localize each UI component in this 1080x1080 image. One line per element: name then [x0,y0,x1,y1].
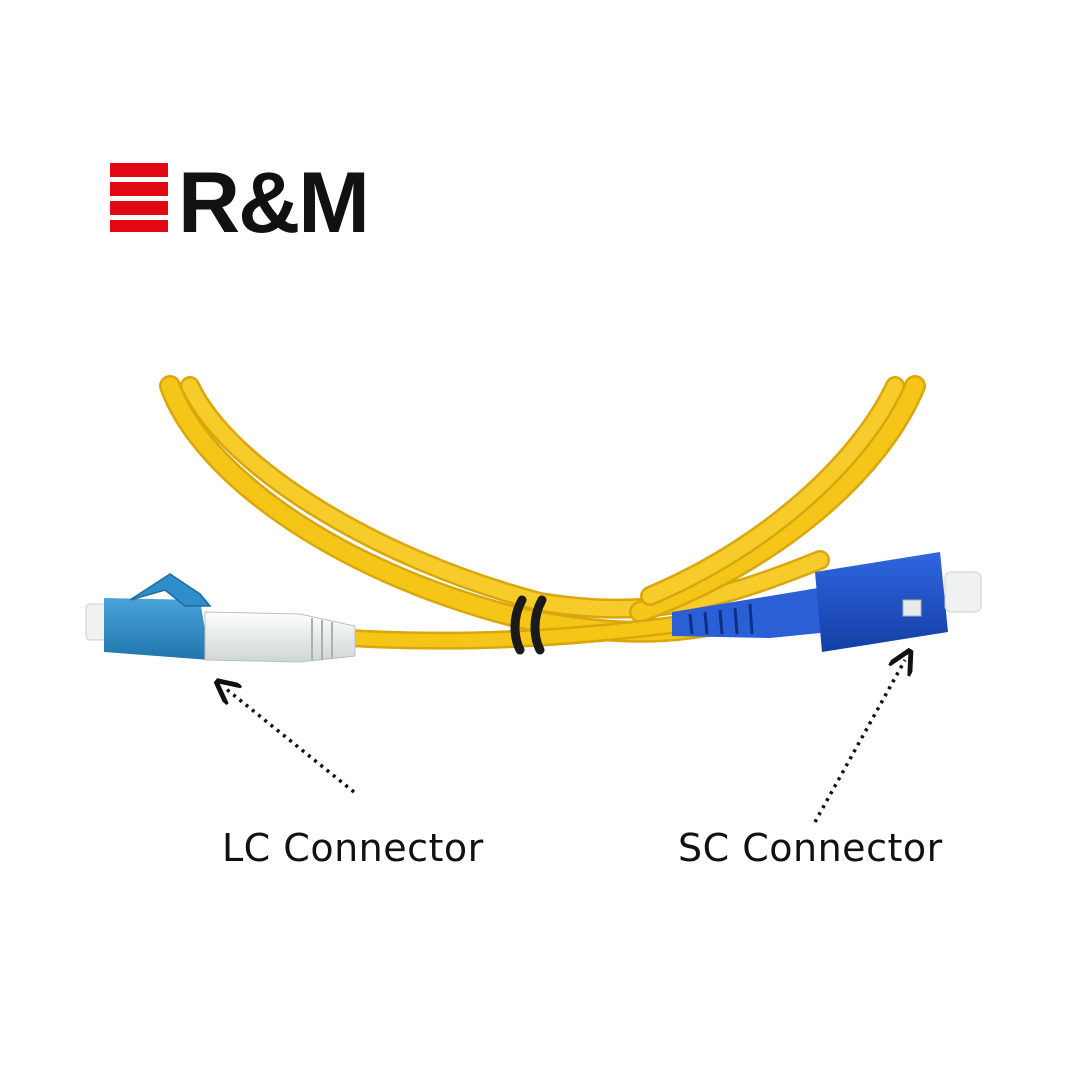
lc-connector [85,573,356,663]
logo-wordmark: R&M [178,155,368,251]
lc-dotted-arrow-icon [225,688,356,794]
sc-ferrule [944,571,982,613]
sc-connector-label: SC Connector [678,826,943,870]
lc-connector-label: LC Connector [222,826,484,870]
sc-connector [672,552,982,652]
lc-housing [104,598,210,660]
sc-housing [815,552,948,652]
logo-stripes [110,163,168,232]
lc-ferrule [85,603,107,641]
sc-dotted-arrow-icon [813,660,905,823]
sc-key [902,599,922,617]
brand-logo: R&M [110,155,370,251]
cable-clip [510,595,547,655]
lc-boot [204,611,356,663]
lc-latch [129,573,212,607]
